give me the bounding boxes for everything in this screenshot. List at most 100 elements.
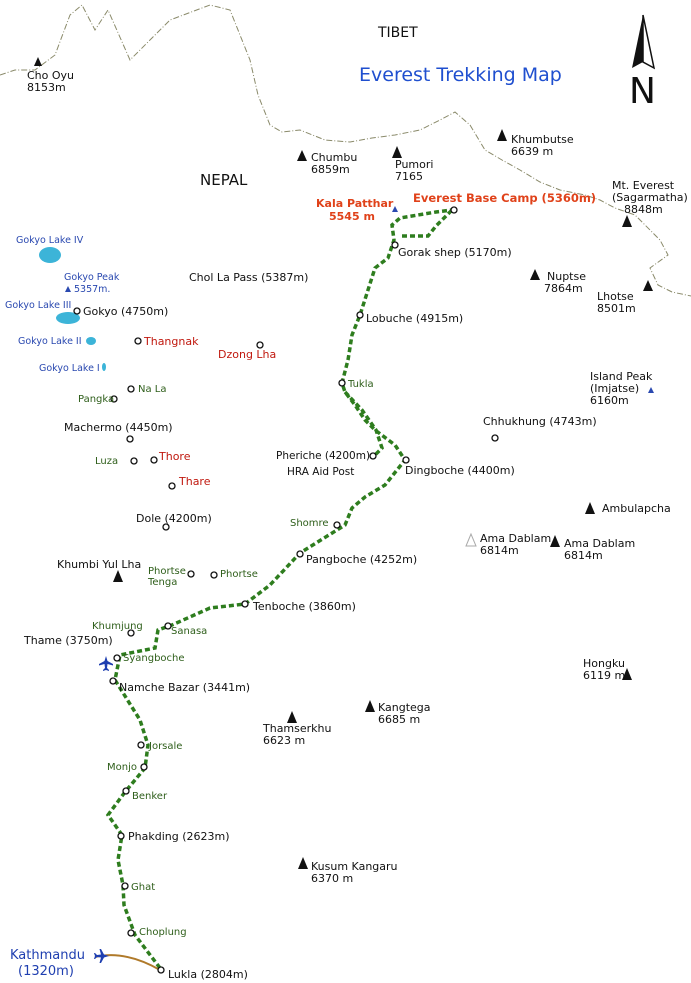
peak-elev: 6160m <box>590 394 629 407</box>
peak-name: Ama Dablam <box>564 537 636 550</box>
peak-kala-patthar <box>392 206 398 212</box>
peak-elev: 6370 m <box>311 872 354 885</box>
peak-label-kusum: Kusum Kangaru 6370 m <box>311 861 398 885</box>
peak-elev: 8153m <box>27 81 66 94</box>
peak-name: Kangtega <box>378 701 431 714</box>
village-luza <box>130 457 138 465</box>
peak-khumbi-yul-lha <box>113 570 123 582</box>
village-dzong-lha <box>256 341 264 349</box>
airplane-icon-kathmandu <box>94 949 109 963</box>
place-luza: Luza <box>95 456 119 467</box>
peak-elev: 8501m <box>597 302 636 315</box>
peak-elev: 5357m. <box>74 284 111 295</box>
place-lobuche: Lobuche (4915m) <box>366 312 464 325</box>
peak-name: Chumbu <box>311 151 358 164</box>
peak-label-island: Island Peak (Imjatse) 6160m <box>590 371 652 407</box>
place-tenboche: Tenboche (3860m) <box>253 600 356 613</box>
border-line <box>0 4 691 297</box>
peak-label-khumbi-yul-lha: Khumbi Yul Lha <box>57 558 142 571</box>
place-gorak-shep: Gorak shep (5170m) <box>398 246 512 259</box>
peak-alt: (Sagarmatha) <box>612 191 688 204</box>
place-khumjung: Khumjung <box>92 621 143 632</box>
peak-name: Lhotse <box>597 290 634 303</box>
peak-label-thamserkhu: Thamserkhu 6623 m <box>263 723 331 747</box>
peak-label-nuptse: Nuptse 7864m <box>544 270 586 295</box>
country-tibet: TIBET <box>378 25 418 41</box>
place-gokyo: Gokyo (4750m) <box>83 305 169 318</box>
place-thangnak: Thangnak <box>144 335 199 348</box>
village-choplung <box>127 929 135 937</box>
village-tenboche <box>241 600 249 608</box>
peak-gokyo <box>65 286 71 292</box>
peak-elev: 6119 m <box>583 669 626 682</box>
compass-arrow-right <box>642 14 656 70</box>
place-lukla: Lukla (2804m) <box>168 968 248 981</box>
kala-patthar-name: Kala Patthar <box>316 197 394 210</box>
peak-markers <box>34 57 653 869</box>
peak-label-gokyo: Gokyo Peak 5357m. <box>64 272 119 296</box>
peak-label-everest: Mt. Everest (Sagarmatha) 8848m <box>612 180 688 216</box>
place-na-la: Na La <box>138 384 167 395</box>
peak-elev: 6639 m <box>511 145 554 158</box>
place-choplung: Choplung <box>139 927 187 938</box>
village-dingboche <box>402 456 410 464</box>
village-markers <box>73 206 499 974</box>
lake-label-i: Gokyo Lake I <box>39 363 100 374</box>
village-machermo <box>126 435 134 443</box>
village-gorak-shep <box>391 241 399 249</box>
place-pangboche: Pangboche (4252m) <box>306 553 418 566</box>
place-thame: Thame (3750m) <box>24 634 113 647</box>
peak-label-kangtega: Kangtega 6685 m <box>378 702 431 726</box>
peak-lhotse <box>643 280 653 291</box>
village-sanasa <box>164 622 172 630</box>
village-benker <box>122 787 130 795</box>
village-namche <box>109 677 117 685</box>
place-dole: Dole (4200m) <box>136 512 212 525</box>
peak-name: Nuptse <box>547 270 586 283</box>
village-tukla <box>338 379 346 387</box>
place-phortse-tenga-2: Tenga <box>148 577 178 588</box>
village-phortse <box>210 571 218 579</box>
peak-island <box>648 387 654 393</box>
lake-label-iii: Gokyo Lake III <box>5 300 72 311</box>
place-machermo: Machermo (4450m) <box>64 421 173 434</box>
place-hra: HRA Aid Post <box>287 466 355 478</box>
compass-arrow-left <box>632 15 643 68</box>
peak-label-ama-dablam: Ama Dablam 6814m <box>564 538 635 562</box>
peak-name: Ama Dablam <box>480 532 552 545</box>
kala-patthar-elev: 5545 m <box>329 210 375 223</box>
village-pheriche <box>369 452 377 460</box>
peak-label-ama-dablam-ghost: Ama Dablam 6814m <box>480 533 551 557</box>
place-chhukhung: Chhukhung (4743m) <box>483 415 597 428</box>
village-monjo <box>140 763 148 771</box>
peak-elev: 6685 m <box>378 713 421 726</box>
peak-label-chumbu: Chumbu 6859m <box>311 152 357 176</box>
village-shomre <box>333 521 341 529</box>
kathmandu-label: Kathmandu (1320m) <box>10 948 85 980</box>
place-dzong-lha: Dzong Lha <box>218 348 277 361</box>
airplane-icon-syangboche <box>99 656 113 671</box>
place-tukla: Tukla <box>348 379 374 390</box>
peak-name: Pumori <box>395 158 434 171</box>
village-phortse-tenga <box>187 570 195 578</box>
peak-label-lhotse: Lhotse 8501m <box>597 291 636 315</box>
place-phortse-tenga-1: Phortse <box>148 566 186 577</box>
peak-elev: 8848m <box>624 203 663 216</box>
kathmandu-elev: (1320m) <box>18 964 74 979</box>
trek-trail-dingboche-branch <box>343 390 385 458</box>
peak-elev: 6623 m <box>263 734 306 747</box>
village-khumjung <box>127 629 135 637</box>
peak-elev: 6814m <box>480 544 519 557</box>
peak-chumbu <box>297 150 307 161</box>
place-shomre: Shomre <box>290 518 329 529</box>
peak-elev: 6859m <box>311 163 350 176</box>
peak-label-hongku: Hongku 6119 m <box>583 658 625 682</box>
village-dole <box>162 523 170 531</box>
peak-name: Khumbutse <box>511 133 574 146</box>
peak-name: Thamserkhu <box>263 722 332 735</box>
place-pangka: Pangka <box>78 394 115 405</box>
village-thore <box>150 456 158 464</box>
place-phakding: Phakding (2623m) <box>128 830 230 843</box>
